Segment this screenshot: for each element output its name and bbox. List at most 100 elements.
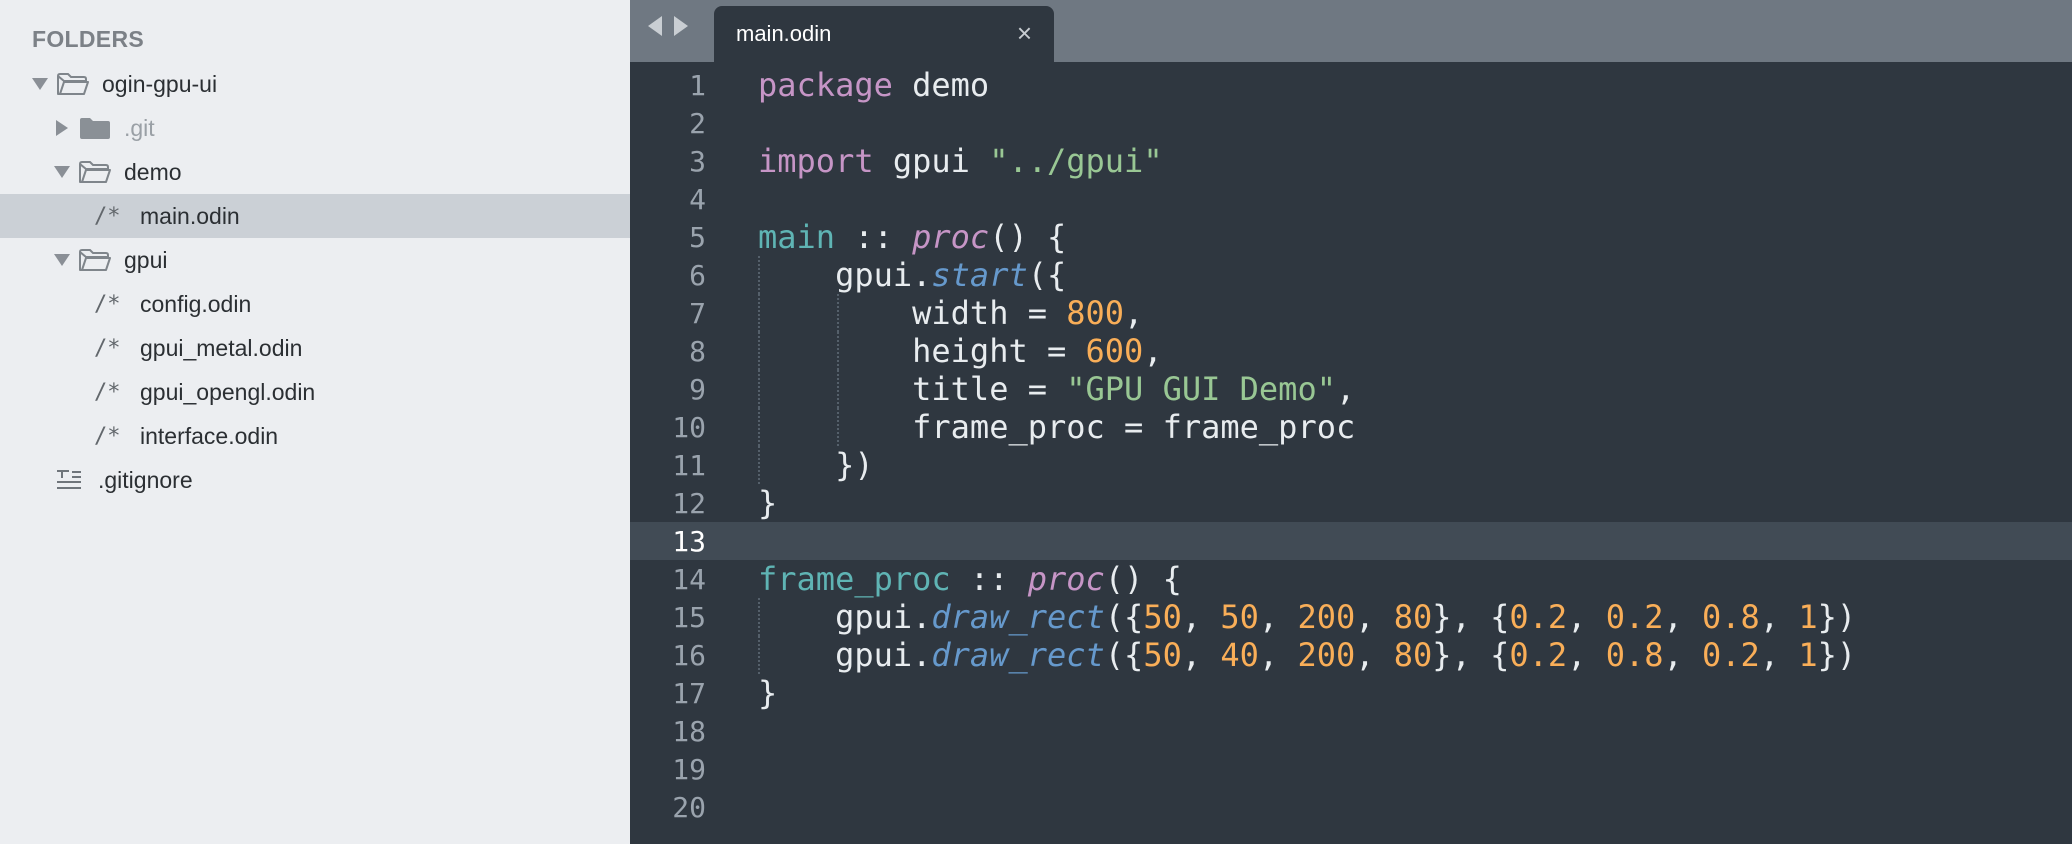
code-line[interactable]: 10 frame_proc = frame_proc: [630, 408, 2072, 446]
code-text: import gpui "../gpui": [758, 142, 1163, 180]
chevron-down-icon[interactable]: [30, 74, 50, 94]
indent-guide: [758, 370, 760, 408]
folder-open-icon: [78, 246, 112, 274]
nav-forward-icon[interactable]: [674, 16, 688, 36]
code-token: frame_proc = frame_proc: [758, 408, 1356, 446]
code-token: proc: [1027, 560, 1105, 598]
code-line[interactable]: 20: [630, 788, 2072, 826]
indent-guide: [758, 332, 760, 370]
line-number: 8: [689, 334, 706, 368]
tree-item-label: ogin-gpu-ui: [102, 70, 218, 97]
code-token: }, {: [1432, 636, 1510, 674]
tree-item-label: gpui_opengl.odin: [140, 378, 316, 405]
code-token: ,: [1181, 636, 1221, 674]
code-line[interactable]: 4: [630, 180, 2072, 218]
code-token: ({: [1104, 636, 1144, 674]
code-token: ,: [1124, 294, 1144, 332]
tree-item-label: .git: [124, 114, 155, 141]
code-line[interactable]: 9 title = "GPU GUI Demo",: [630, 370, 2072, 408]
code-line[interactable]: 18: [630, 712, 2072, 750]
folder-icon: [78, 114, 112, 142]
code-token: 0.8: [1605, 636, 1664, 674]
comment-file-icon: /*: [94, 291, 121, 317]
line-number: 14: [672, 562, 706, 596]
code-token: 40: [1220, 636, 1259, 674]
line-number: 18: [672, 714, 706, 748]
indent-guide: [837, 370, 840, 408]
code-token: 200: [1297, 636, 1356, 674]
code-text: }: [758, 484, 777, 522]
tree-item-gpui[interactable]: gpui: [0, 238, 630, 282]
tree-item-config-odin[interactable]: /*config.odin: [0, 282, 630, 326]
indent-guide: [837, 294, 840, 332]
chevron-right-icon[interactable]: [52, 118, 72, 138]
code-line[interactable]: 2: [630, 104, 2072, 142]
code-token: ,: [1355, 636, 1394, 674]
sidebar-heading: FOLDERS: [32, 26, 144, 52]
code-token: ::: [835, 218, 913, 256]
chevron-down-icon[interactable]: [52, 162, 72, 182]
tab-label: main.odin: [736, 21, 832, 46]
code-token: }, {: [1432, 598, 1510, 636]
tree-item-main-odin[interactable]: /*main.odin: [0, 194, 630, 238]
code-line[interactable]: 15 gpui.draw_rect({50, 50, 200, 80}, {0.…: [630, 598, 2072, 636]
code-line[interactable]: 11 }): [630, 446, 2072, 484]
code-line[interactable]: 13: [630, 522, 2072, 560]
comment-file-icon: /*: [94, 379, 121, 405]
code-token: 50: [1143, 636, 1182, 674]
code-token: draw_rect: [931, 598, 1105, 636]
line-number: 19: [672, 752, 706, 786]
code-token: ({: [1027, 256, 1067, 294]
code-text: main :: proc() {: [758, 218, 1066, 256]
code-line[interactable]: 16 gpui.draw_rect({50, 40, 200, 80}, {0.…: [630, 636, 2072, 674]
tree-item-git[interactable]: .git: [0, 106, 630, 150]
code-line[interactable]: 7 width = 800,: [630, 294, 2072, 332]
comment-file-icon: /*: [94, 335, 121, 361]
tree-item-gpui-opengl-odin[interactable]: /* gpui_opengl.odin: [0, 370, 630, 414]
nav-back-icon[interactable]: [648, 16, 662, 36]
code-token: "../gpui": [989, 142, 1163, 180]
code-text: package demo: [758, 66, 989, 104]
code-text: }): [758, 446, 874, 484]
code-text: gpui.start({: [758, 256, 1066, 294]
tree-item-ogin-gpu-ui[interactable]: ogin-gpu-ui: [0, 62, 630, 106]
chevron-down-icon[interactable]: [52, 250, 72, 270]
tab-main-odin[interactable]: main.odin ×: [714, 6, 1054, 62]
code-token: ,: [1258, 636, 1298, 674]
line-number: 13: [672, 524, 706, 558]
folder-open-icon: [78, 158, 112, 186]
code-token: title =: [758, 370, 1067, 408]
code-token: ,: [1258, 598, 1298, 636]
indent-guide: [758, 636, 760, 674]
tree-item-demo[interactable]: demo: [0, 150, 630, 194]
tab-bar: main.odin ×: [630, 0, 2072, 62]
code-text: height = 600,: [758, 332, 1162, 370]
code-text: frame_proc = frame_proc: [758, 408, 1355, 446]
tree-item-gpui-metal-odin[interactable]: /*gpui_metal.odin: [0, 326, 630, 370]
code-line[interactable]: 19: [630, 750, 2072, 788]
comment-file-icon: /*: [94, 203, 121, 229]
code-token: }): [1817, 598, 1857, 636]
line-number: 11: [672, 448, 706, 482]
code-token: 600: [1085, 332, 1144, 370]
tree-item-gitignore[interactable]: .gitignore: [0, 458, 630, 502]
code-line[interactable]: 6 gpui.start({: [630, 256, 2072, 294]
code-line[interactable]: 12}: [630, 484, 2072, 522]
tree-item-interface-odin[interactable]: /*interface.odin: [0, 414, 630, 458]
code-line[interactable]: 17}: [630, 674, 2072, 712]
code-token: 1: [1798, 598, 1818, 636]
code-token: 0.8: [1702, 598, 1760, 636]
tree-item-label: demo: [124, 158, 182, 185]
code-token: gpui: [873, 142, 990, 180]
line-number: 4: [689, 182, 706, 216]
code-token: start: [931, 256, 1028, 294]
code-token: ,: [1759, 598, 1799, 636]
code-line[interactable]: 8 height = 600,: [630, 332, 2072, 370]
close-icon[interactable]: ×: [1016, 18, 1032, 48]
